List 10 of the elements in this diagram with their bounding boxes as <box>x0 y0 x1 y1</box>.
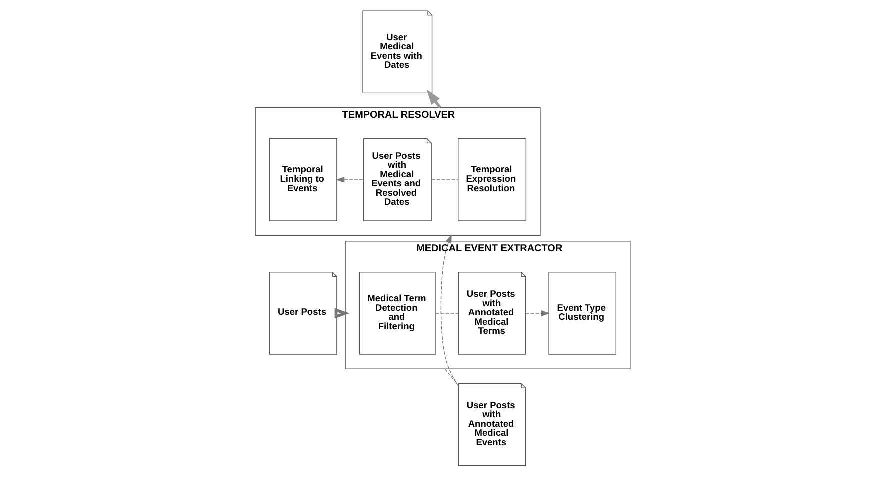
arrow <box>336 176 364 183</box>
arrow <box>524 310 550 316</box>
node-box: Temporal Expression Resolution <box>458 138 526 222</box>
connector <box>434 313 459 314</box>
arrow <box>440 234 459 387</box>
node-box: Temporal Linking to Events <box>269 138 337 222</box>
connector <box>444 368 459 386</box>
node-box: Event Type Clustering <box>548 272 616 355</box>
arrow <box>334 308 350 319</box>
node-box: Medical Term Detection and Filtering <box>358 272 436 355</box>
